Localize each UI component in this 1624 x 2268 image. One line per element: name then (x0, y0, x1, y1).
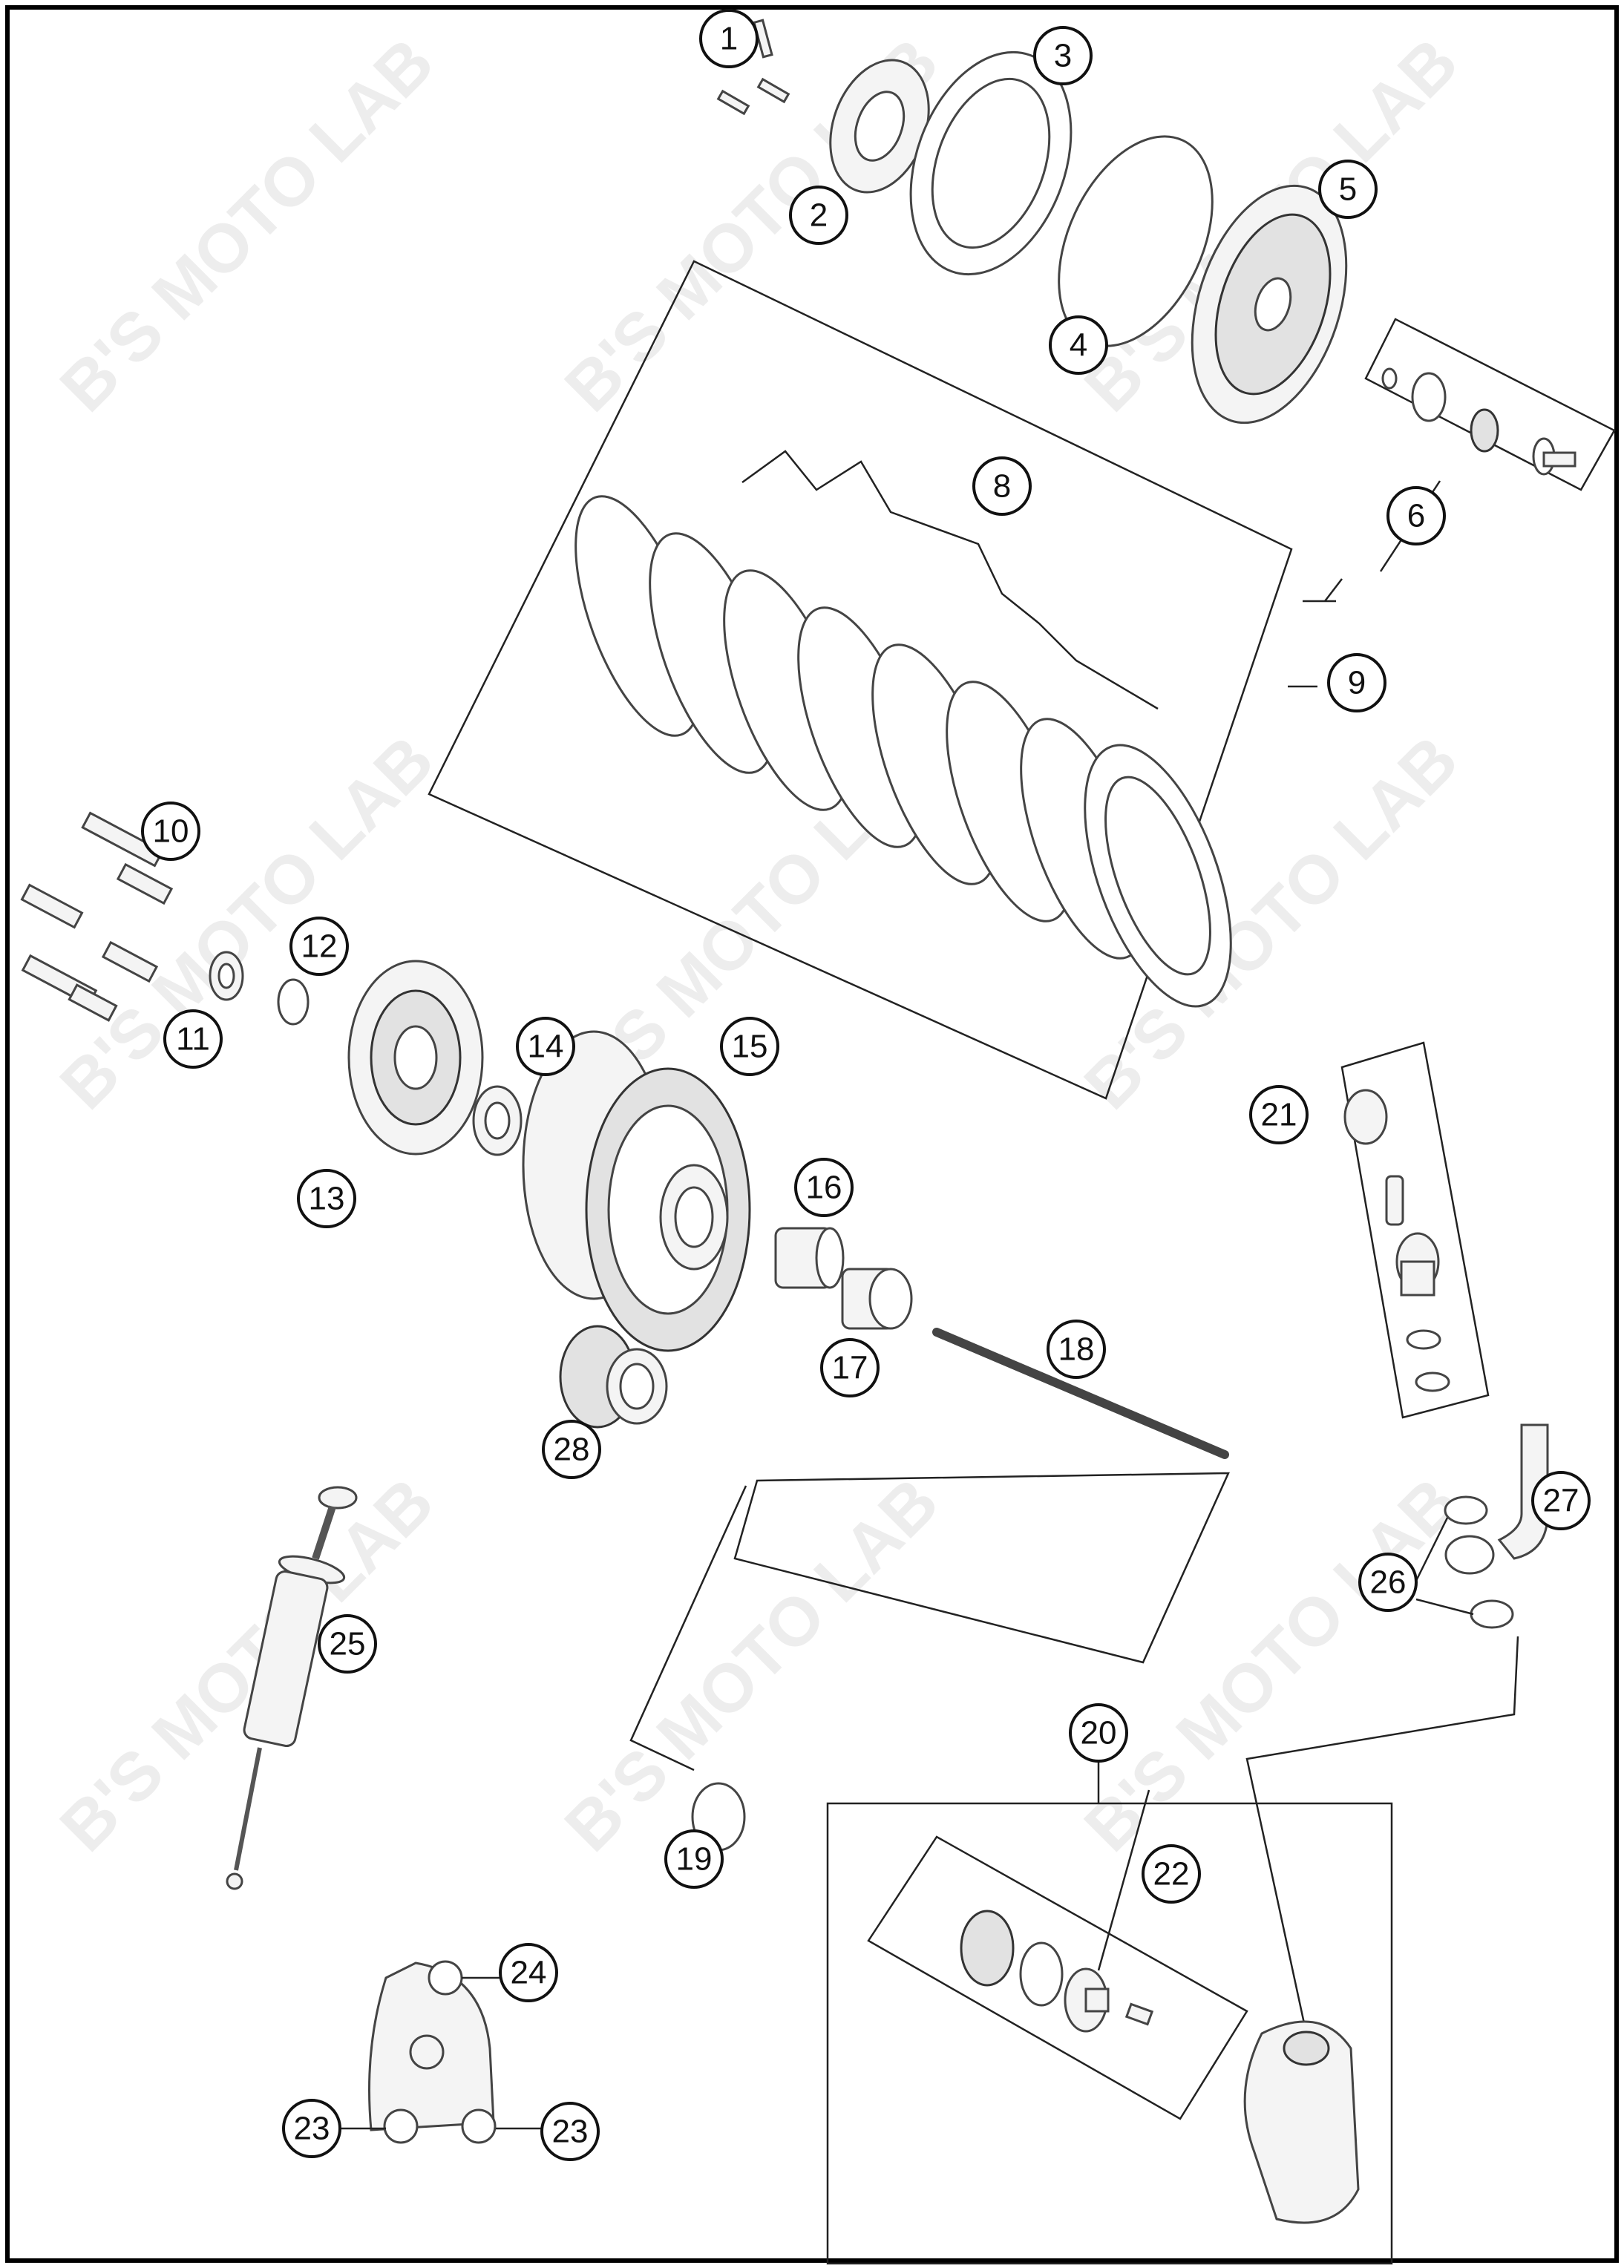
bearing-kit-part-6 (1364, 318, 1616, 491)
callout-22-label: 22 (1153, 1856, 1190, 1892)
callout-25: 25 (318, 1614, 377, 1674)
callout-13-label: 13 (309, 1181, 345, 1217)
callout-23b: 23 (540, 2102, 600, 2161)
callout-24: 24 (499, 1943, 558, 2002)
callout-3: 3 (1033, 26, 1093, 85)
callout-6-label: 6 (1407, 498, 1425, 534)
clutch-basket-part-15 (522, 1030, 751, 1352)
bushing-part-17 (841, 1268, 913, 1330)
callout-12: 12 (289, 917, 349, 976)
lock-washer-part-12 (277, 978, 310, 1026)
copper-washers-part-26 (1415, 1495, 1514, 1629)
callout-10-label: 10 (153, 813, 189, 850)
callout-17-label: 17 (832, 1350, 868, 1386)
callout-20: 20 (1069, 1703, 1128, 1763)
callout-15: 15 (720, 1017, 779, 1076)
slave-cylinder-part-20 (826, 1755, 1393, 2265)
callout-6: 6 (1386, 486, 1446, 545)
callout-16-label: 16 (806, 1170, 842, 1206)
callout-26: 26 (1358, 1553, 1418, 1612)
cylinder-housing-part-23-24 (368, 1960, 497, 2144)
watermark-text: B'S MOTO LAB (1070, 1464, 1473, 1866)
callout-14: 14 (516, 1017, 575, 1076)
hose-line (1245, 1636, 1519, 2034)
callout-23b-label: 23 (552, 2114, 589, 2150)
syringe-part-25 (226, 1486, 358, 1890)
callout-4: 4 (1049, 315, 1108, 375)
callout-24-label: 24 (511, 1955, 547, 1991)
callout-1-label: 1 (720, 21, 738, 57)
watermark-text: B'S MOTO LAB (551, 1464, 953, 1866)
callout-27: 27 (1531, 1471, 1591, 1530)
push-rod-part-18 (733, 1328, 1230, 1664)
callout-26-label: 26 (1370, 1564, 1407, 1601)
callout-8-label: 8 (993, 468, 1011, 505)
pins-part-10 (20, 811, 174, 1022)
callout-23a-label: 23 (294, 2111, 330, 2147)
callout-2-label: 2 (810, 197, 828, 234)
callout-14-label: 14 (528, 1029, 564, 1065)
thrust-washer-part-14 (472, 1085, 523, 1156)
callout-18: 18 (1047, 1320, 1106, 1379)
callout-1: 1 (699, 9, 759, 68)
callout-23a: 23 (282, 2099, 341, 2158)
screws-part-1 (716, 19, 790, 116)
callout-11-label: 11 (176, 1021, 210, 1058)
callout-9: 9 (1327, 653, 1386, 712)
callout-18-label: 18 (1058, 1331, 1095, 1368)
clutch-cover-part-5 (1191, 184, 1348, 425)
callout-5: 5 (1318, 160, 1378, 219)
gear-part-28 (559, 1325, 668, 1429)
callout-22: 22 (1142, 1844, 1201, 1904)
watermark-text: B'S MOTO LAB (46, 24, 448, 426)
piston-kit-part-22 (867, 1835, 1248, 2120)
callout-2: 2 (789, 186, 848, 245)
leader-lines (341, 480, 1441, 2130)
callout-19-label: 19 (676, 1841, 713, 1878)
callout-16: 16 (794, 1158, 854, 1217)
callout-28: 28 (542, 1420, 601, 1479)
bleeder-kit-part-21 (1340, 1041, 1490, 1419)
clutch-disc-part-3 (909, 50, 1073, 276)
callout-21-label: 21 (1261, 1097, 1297, 1133)
callout-21: 21 (1249, 1085, 1309, 1144)
callout-17: 17 (820, 1338, 880, 1397)
callout-27-label: 27 (1543, 1483, 1579, 1519)
clutch-hub-part-13 (347, 960, 484, 1156)
clutch-plate-set-part-9 (428, 260, 1317, 1100)
callout-5-label: 5 (1339, 171, 1357, 208)
needle-bearing-part-16 (774, 1227, 845, 1289)
callout-8: 8 (972, 456, 1032, 516)
callout-11: 11 (163, 1009, 223, 1069)
callout-4-label: 4 (1070, 327, 1087, 364)
callout-28-label: 28 (554, 1432, 590, 1468)
washer-part-11 (209, 951, 244, 1001)
callout-13: 13 (297, 1169, 356, 1228)
callout-20-label: 20 (1081, 1715, 1117, 1751)
callout-19: 19 (664, 1829, 724, 1889)
callout-3-label: 3 (1054, 38, 1072, 74)
pressure-plate-part-2 (829, 59, 930, 194)
callout-10: 10 (141, 802, 200, 861)
diagram-border (5, 5, 1619, 2263)
callout-15-label: 15 (732, 1029, 768, 1065)
callout-12-label: 12 (301, 928, 338, 965)
callout-9-label: 9 (1348, 665, 1366, 701)
callout-25-label: 25 (330, 1626, 366, 1662)
